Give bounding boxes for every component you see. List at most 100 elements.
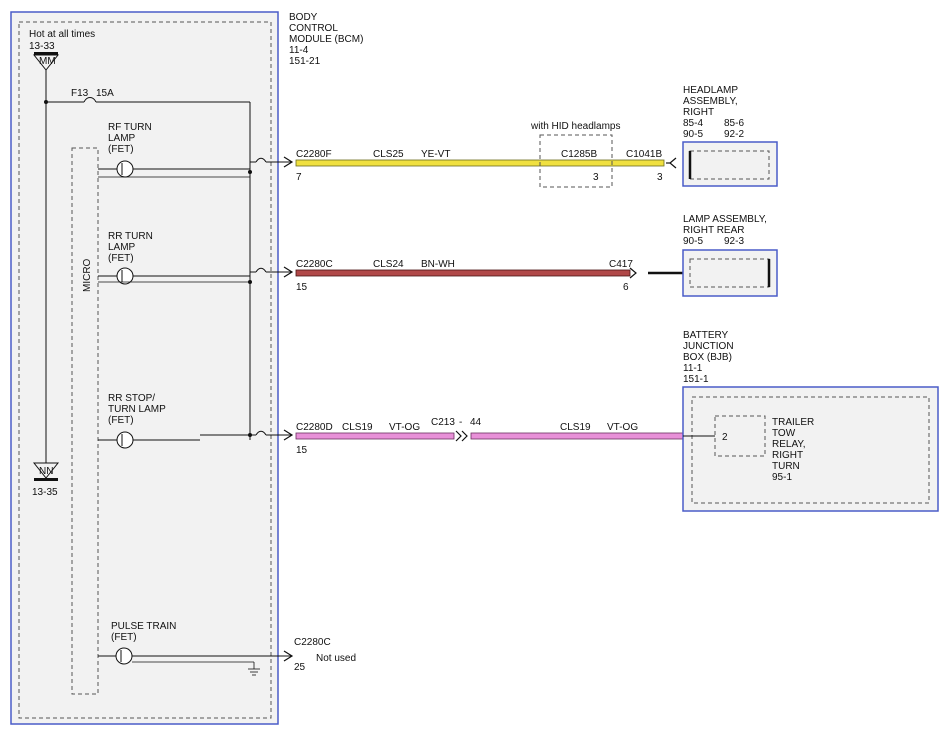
svg-text:15: 15: [296, 282, 308, 293]
svg-text:RF TURN: RF TURN: [108, 122, 152, 133]
fet-driver-rf-turn: RF TURN LAMP (FET): [98, 122, 292, 178]
trailer-tow-relay: [714, 415, 766, 457]
fuse-f13: F13 15A: [46, 88, 250, 103]
battery-junction-box: BATTERY JUNCTION BOX (BJB) 11-1 151-1 2 …: [682, 330, 939, 512]
svg-text:BOX (BJB): BOX (BJB): [683, 352, 732, 363]
ground-tag-nn: NN: [32, 462, 60, 481]
bcm-module: BODY CONTROL MODULE (BCM) 11-4 151-21 Ho…: [10, 11, 363, 725]
bcm-outer-border: [10, 11, 279, 725]
svg-text:LAMP: LAMP: [108, 133, 136, 144]
circuit-cls24: C2280C 15 CLS24 BN-WH C417 6: [283, 259, 683, 293]
svg-text:F13: F13: [71, 88, 89, 99]
hot-at-all-times-label: Hot at all times: [29, 29, 95, 40]
svg-text:TRAILER: TRAILER: [772, 417, 814, 428]
svg-text:NN: NN: [39, 466, 53, 477]
svg-text:BN-WH: BN-WH: [421, 259, 455, 270]
svg-text:TOW: TOW: [772, 428, 796, 439]
circuit-cls19: C2280D 15 CLS19 VT-OG C213 - 44 CLS19 VT…: [283, 417, 684, 456]
svg-text:BODY: BODY: [289, 12, 318, 23]
bottom-ref: 13-35: [32, 487, 58, 498]
svg-text:95-1: 95-1: [772, 472, 792, 483]
svg-text:MM: MM: [39, 56, 56, 67]
svg-text:CLS25: CLS25: [373, 149, 404, 160]
svg-text:6: 6: [623, 282, 629, 293]
svg-text:CLS19: CLS19: [342, 422, 373, 433]
svg-text:90-5: 90-5: [683, 236, 703, 247]
svg-text:RR STOP/: RR STOP/: [108, 393, 155, 404]
svg-text:11-4: 11-4: [289, 45, 309, 56]
headlamp-assembly: HEADLAMP ASSEMBLY, RIGHT 85-4 85-6 90-5 …: [682, 85, 778, 187]
svg-text:C2280F: C2280F: [296, 149, 332, 160]
svg-text:(FET): (FET): [108, 415, 134, 426]
svg-text:85-4: 85-4: [683, 118, 703, 129]
svg-text:151-21: 151-21: [289, 56, 321, 67]
ground-tag-mm: MM: [32, 52, 60, 71]
svg-text:C213: C213: [431, 417, 455, 428]
svg-text:CLS19: CLS19: [560, 422, 591, 433]
bcm-title: BODY CONTROL MODULE (BCM) 11-4 151-21: [289, 12, 363, 67]
hot-ref: 13-33: [29, 41, 55, 52]
micro-box: [71, 147, 99, 695]
svg-text:-: -: [459, 417, 462, 428]
svg-text:ASSEMBLY,: ASSEMBLY,: [683, 96, 738, 107]
svg-text:15A: 15A: [96, 88, 114, 99]
svg-text:MODULE (BCM): MODULE (BCM): [289, 34, 363, 45]
svg-text:C2280D: C2280D: [296, 422, 333, 433]
svg-text:YE-VT: YE-VT: [421, 149, 450, 160]
svg-text:CLS24: CLS24: [373, 259, 404, 270]
svg-text:RIGHT: RIGHT: [772, 450, 803, 461]
svg-text:PULSE TRAIN: PULSE TRAIN: [111, 621, 176, 632]
svg-text:25: 25: [294, 662, 306, 673]
svg-text:44: 44: [470, 417, 482, 428]
svg-text:11-1: 11-1: [683, 363, 703, 374]
svg-text:85-6: 85-6: [724, 118, 744, 129]
svg-text:RELAY,: RELAY,: [772, 439, 806, 450]
svg-text:CONTROL: CONTROL: [289, 23, 338, 34]
svg-text:TURN LAMP: TURN LAMP: [108, 404, 166, 415]
svg-text:VT-OG: VT-OG: [607, 422, 638, 433]
svg-text:LAMP: LAMP: [108, 242, 136, 253]
svg-text:Not used: Not used: [316, 653, 356, 664]
svg-text:C2280C: C2280C: [294, 637, 331, 648]
micro-label: MICRO: [82, 258, 93, 292]
svg-text:90-5: 90-5: [683, 129, 703, 140]
svg-text:BATTERY: BATTERY: [683, 330, 729, 341]
svg-text:RIGHT REAR: RIGHT REAR: [683, 225, 745, 236]
svg-text:3: 3: [657, 172, 663, 183]
svg-text:3: 3: [593, 172, 599, 183]
hid-note: with HID headlamps: [530, 121, 620, 132]
svg-text:7: 7: [296, 172, 302, 183]
svg-text:(FET): (FET): [108, 253, 134, 264]
svg-text:C1041B: C1041B: [626, 149, 662, 160]
circuit-not-used: C2280C 25 Not used: [283, 637, 356, 673]
bcm-inner-border: [18, 21, 272, 719]
svg-text:TURN: TURN: [772, 461, 800, 472]
circuit-cls25: C2280F 7 CLS25 YE-VT with HID headlamps …: [283, 121, 677, 188]
wire-vt-og-near: [295, 432, 455, 440]
svg-text:JUNCTION: JUNCTION: [683, 341, 734, 352]
wire-bn-wh: [295, 269, 631, 277]
svg-text:(FET): (FET): [108, 144, 134, 155]
svg-text:15: 15: [296, 445, 308, 456]
lamp-assembly-right-rear: LAMP ASSEMBLY, RIGHT REAR 90-5 92-3: [682, 214, 778, 297]
svg-text:92-3: 92-3: [724, 236, 744, 247]
svg-text:2: 2: [722, 432, 728, 443]
svg-text:151-1: 151-1: [683, 374, 709, 385]
fet-driver-rr-stop-turn: RR STOP/ TURN LAMP (FET): [98, 393, 292, 449]
svg-text:92-2: 92-2: [724, 129, 744, 140]
svg-text:LAMP ASSEMBLY,: LAMP ASSEMBLY,: [683, 214, 767, 225]
svg-text:C1285B: C1285B: [561, 149, 597, 160]
svg-text:C2280C: C2280C: [296, 259, 333, 270]
wire-ye-vt: [295, 159, 665, 167]
svg-text:C417: C417: [609, 259, 633, 270]
svg-text:RIGHT: RIGHT: [683, 107, 714, 118]
fet-driver-rr-turn: RR TURN LAMP (FET): [98, 231, 292, 285]
svg-text:HEADLAMP: HEADLAMP: [683, 85, 738, 96]
svg-text:RR TURN: RR TURN: [108, 231, 153, 242]
fet-driver-pulse-train: PULSE TRAIN (FET): [98, 621, 292, 676]
inline-connector-box: [539, 134, 613, 188]
svg-text:VT-OG: VT-OG: [389, 422, 420, 433]
svg-text:(FET): (FET): [111, 632, 137, 643]
wire-vt-og-far: [470, 432, 684, 440]
